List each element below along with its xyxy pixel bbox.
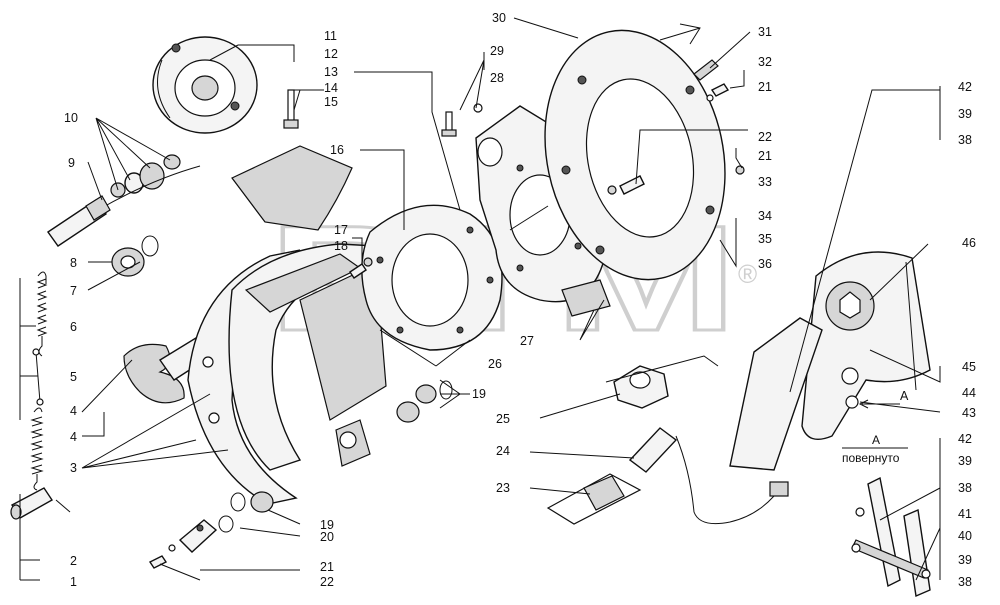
callout-31: 31 [758, 25, 772, 39]
dust-shield [152, 36, 258, 134]
callout-2: 2 [70, 554, 77, 568]
callout-16: 16 [330, 143, 344, 157]
retainer-strap [148, 519, 218, 569]
brake-shoes [187, 243, 387, 505]
cam-bearing-set [97, 154, 201, 211]
pin-with-cotter [10, 487, 71, 520]
callout-38-bottom: 38 [958, 575, 972, 589]
callout-33: 33 [758, 175, 772, 189]
callout-21-mid: 21 [758, 149, 772, 163]
return-spring-upper [36, 271, 48, 357]
callout-13: 13 [324, 65, 338, 79]
callout-8: 8 [70, 256, 77, 270]
anchor-plate [361, 204, 503, 351]
view-a-letter: А [872, 433, 880, 447]
callout-17: 17 [334, 223, 348, 237]
callout-23: 23 [496, 481, 510, 495]
callout-35: 35 [758, 232, 772, 246]
callout-3: 3 [70, 461, 77, 475]
parts-drawing [10, 23, 931, 598]
callout-40: 40 [958, 529, 972, 543]
callout-18: 18 [334, 239, 348, 253]
link-rod [32, 348, 44, 406]
callout-42-view: 42 [958, 432, 972, 446]
brake-lining [231, 145, 353, 231]
callout-5: 5 [70, 370, 77, 384]
callout-39-bottom: 39 [958, 553, 972, 567]
bolt-17 [349, 257, 373, 279]
view-a-detail [851, 476, 931, 598]
callout-43: 43 [962, 406, 976, 420]
callout-30: 30 [492, 11, 506, 25]
bolt-14 [283, 89, 299, 129]
callout-6: 6 [70, 320, 77, 334]
callout-27: 27 [520, 334, 534, 348]
callout-15: 15 [324, 95, 338, 109]
bushing-and-ring [111, 235, 159, 277]
wear-sensor [628, 427, 789, 525]
callout-46: 46 [962, 236, 976, 250]
callout-4-upper: 4 [70, 404, 77, 418]
callout-9: 9 [68, 156, 75, 170]
callout-39-top: 39 [958, 107, 972, 121]
registered-mark: ® [738, 259, 757, 289]
callout-26: 26 [488, 357, 502, 371]
small-fasteners [607, 59, 745, 195]
sensor-bracket [605, 355, 719, 409]
callout-1: 1 [70, 575, 77, 589]
callout-42-top: 42 [958, 80, 972, 94]
callout-24: 24 [496, 444, 510, 458]
bolt-29 [441, 103, 483, 137]
shoe-rollers [218, 380, 453, 533]
callout-7: 7 [70, 284, 77, 298]
backing-plate [544, 23, 726, 281]
callout-29: 29 [490, 44, 504, 58]
callout-25: 25 [496, 412, 510, 426]
callout-11: 11 [324, 29, 337, 43]
sensor-sleeve [546, 473, 642, 525]
callout-41: 41 [958, 507, 972, 521]
callout-44: 44 [962, 386, 976, 400]
callout-22-mid: 22 [758, 130, 772, 144]
callout-38-view: 38 [958, 481, 972, 495]
callout-36: 36 [758, 257, 772, 271]
callout-10: 10 [64, 111, 78, 125]
return-spring-lower [30, 407, 44, 491]
callout-32: 32 [758, 55, 772, 69]
callout-view-a-arrow: А [900, 389, 909, 403]
callout-19-lower: 19 [320, 518, 334, 532]
callout-39-view: 39 [958, 454, 972, 468]
camshaft-stub [47, 195, 111, 247]
callout-14: 14 [324, 81, 338, 95]
callout-4-lower: 4 [70, 430, 77, 444]
view-a-note: А повернуто [842, 399, 900, 465]
callout-45: 45 [962, 360, 976, 374]
callout-38-top: 38 [958, 133, 972, 147]
view-a-caption: повернуто [842, 451, 900, 465]
callout-34: 34 [758, 209, 772, 223]
callout-21-bottom: 21 [320, 560, 334, 574]
slack-adjuster [729, 251, 931, 471]
callout-19-upper: 19 [472, 387, 486, 401]
callout-21-top: 21 [758, 80, 772, 94]
callout-20: 20 [320, 530, 334, 544]
callout-22-bottom: 22 [320, 575, 334, 589]
callout-12: 12 [324, 47, 338, 61]
callout-28: 28 [490, 71, 504, 85]
leader-lines [19, 17, 941, 581]
callout-labels: 11 12 13 14 15 10 9 8 7 6 5 4 4 3 2 1 16… [64, 11, 976, 589]
